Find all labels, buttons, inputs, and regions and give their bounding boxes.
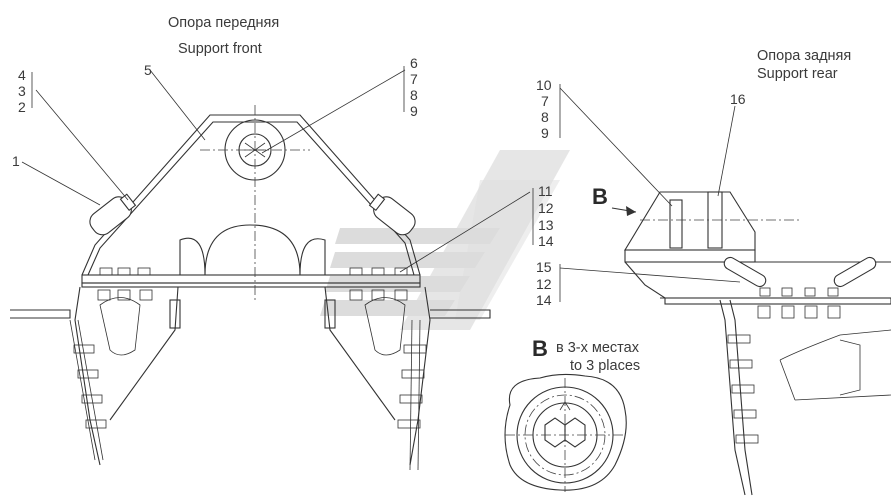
front-title-en: Support front [178, 41, 262, 57]
rear-support-drawing [559, 84, 891, 496]
label-9-rear: 9 [541, 125, 549, 141]
watermark-logo [320, 150, 570, 330]
detail-caption-en: to 3 places [570, 358, 640, 374]
label-15: 15 [536, 259, 552, 275]
label-3: 3 [18, 83, 26, 99]
detail-marker-b: B [532, 336, 548, 361]
label-13: 13 [538, 217, 554, 233]
label-16: 16 [730, 91, 746, 107]
label-1: 1 [12, 153, 20, 169]
view-marker-b: B [592, 184, 608, 209]
label-5: 5 [144, 62, 152, 78]
label-8-rear: 8 [541, 109, 549, 125]
rear-title-ru: Опора задняя [757, 48, 851, 64]
label-2: 2 [18, 99, 26, 115]
rear-title-en: Support rear [757, 66, 838, 82]
label-8: 8 [410, 87, 418, 103]
label-12-rear: 12 [536, 276, 552, 292]
label-14-rear: 14 [536, 292, 552, 308]
label-7: 7 [410, 71, 418, 87]
label-10: 10 [536, 77, 552, 93]
front-title-ru: Опора передняя [168, 15, 279, 31]
front-support-drawing [10, 66, 534, 471]
label-6: 6 [410, 55, 418, 71]
label-11: 11 [538, 183, 553, 199]
label-7-rear: 7 [541, 93, 549, 109]
label-9: 9 [410, 103, 418, 119]
labels: Опора передняя Support front 4 3 2 1 5 6… [12, 15, 851, 374]
label-12: 12 [538, 200, 554, 216]
detail-b-drawing [504, 373, 627, 492]
detail-caption-ru: в 3-х местах [556, 340, 640, 356]
label-14: 14 [538, 233, 554, 249]
label-4: 4 [18, 67, 26, 83]
